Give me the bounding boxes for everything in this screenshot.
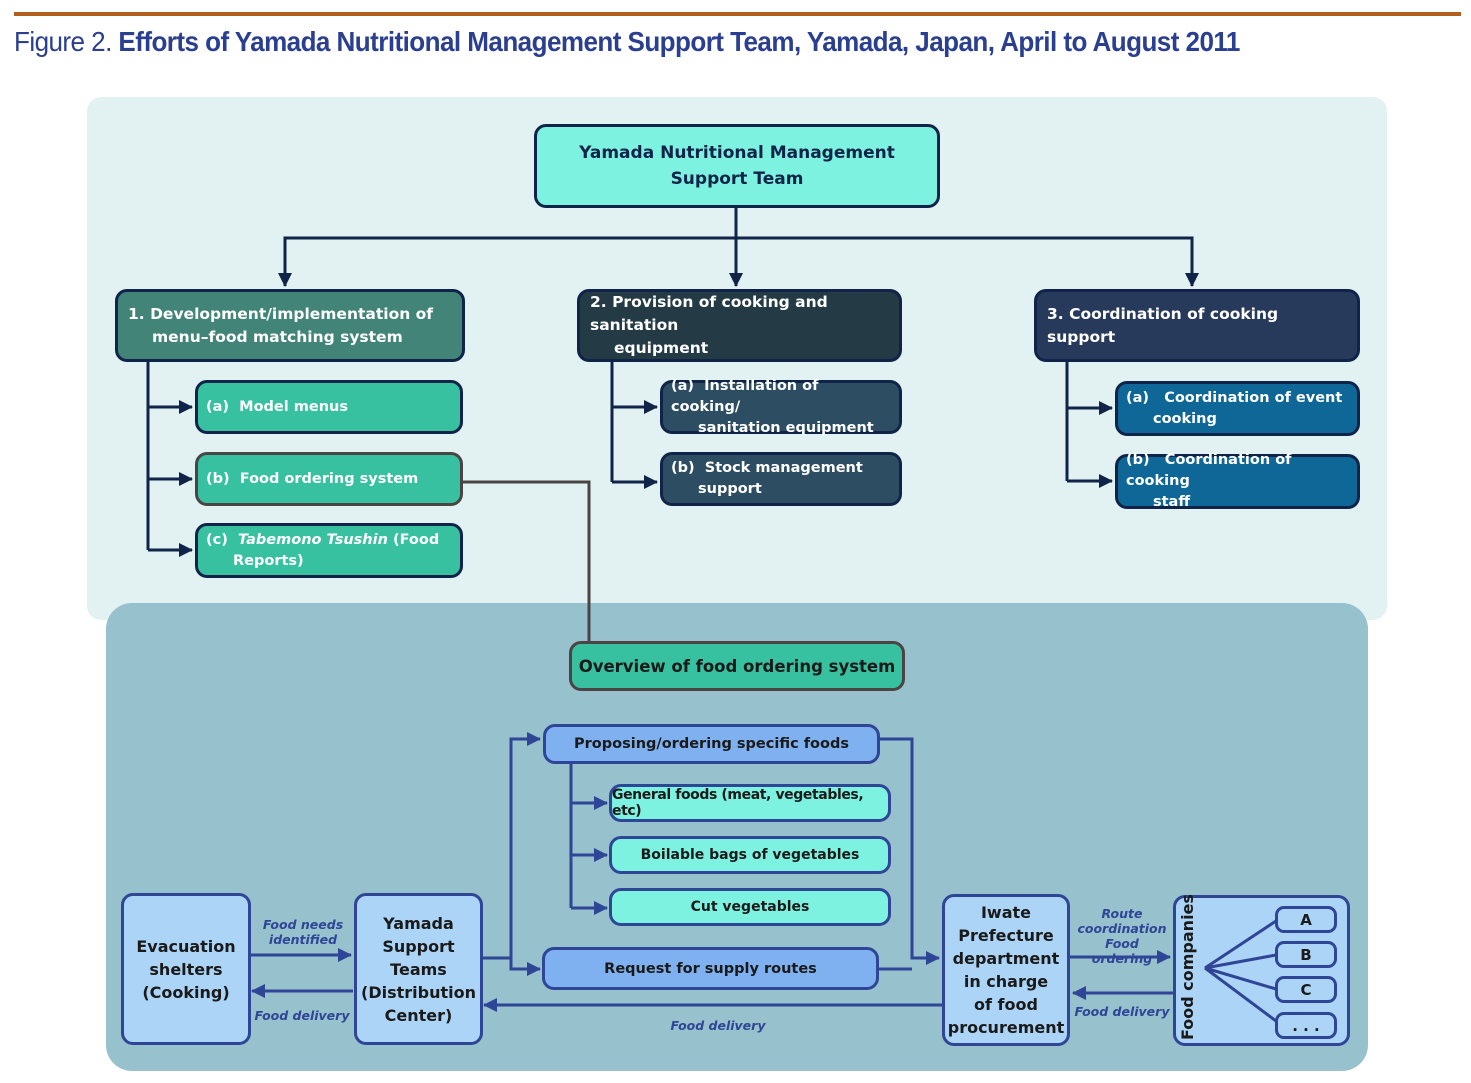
- food-type-boilable: Boilable bags of vegetables: [609, 836, 891, 874]
- shelters-line: (Cooking): [142, 982, 230, 1002]
- item-prefix: (b): [206, 470, 230, 487]
- food-ordering-link: [463, 480, 591, 643]
- item-label: Installation of cooking/: [671, 377, 819, 415]
- shelters-line: shelters: [149, 959, 223, 979]
- figure-number: Figure 2.: [14, 26, 119, 57]
- cat2-line-1: 2. Provision of cooking and sanitation: [590, 293, 828, 334]
- cat1-line-1: 1. Development/implementation of: [128, 304, 434, 323]
- item-label: Food ordering system: [239, 470, 419, 487]
- item-label: Stock management: [704, 460, 863, 476]
- company-c: C: [1275, 976, 1337, 1003]
- food-type-general: General foods (meat, vegetables, etc): [609, 784, 891, 822]
- label-food-delivery-shelter: Food delivery: [254, 1008, 350, 1023]
- item-label-2: Reports): [233, 552, 304, 569]
- label-food-delivery-companies: Food delivery: [1074, 1004, 1170, 1019]
- header-rule: [14, 12, 1461, 16]
- prefecture-line: in charge: [963, 972, 1049, 991]
- label-food-needs-identified: Food needs identified: [258, 917, 348, 947]
- evacuation-shelters-box: Evacuation shelters (Cooking): [121, 893, 251, 1045]
- figure-caption: Efforts of Yamada Nutritional Management…: [118, 26, 1240, 57]
- item-label: Model menus: [239, 398, 348, 415]
- item-italic-title: Tabemono Tsushin: [237, 531, 388, 548]
- prefecture-line: of food: [974, 995, 1038, 1014]
- item-label: (Food: [387, 531, 440, 548]
- prefecture-line: procurement: [947, 1018, 1065, 1037]
- request-supply-routes-box: Request for supply routes: [542, 947, 879, 990]
- overview-title-box: Overview of food ordering system: [569, 641, 905, 691]
- root-line-1: Yamada Nutritional Management: [579, 143, 895, 163]
- category-cooking-support: 3. Coordination of cooking support: [1034, 289, 1360, 362]
- fan-line-c: [1204, 966, 1277, 991]
- prefecture-line: Iwate: [980, 903, 1031, 922]
- item-installation-equipment: (a) Installation of cooking/ sanitation …: [660, 377, 902, 436]
- item-label-2: support: [698, 481, 762, 497]
- cat2-line-2: equipment: [614, 339, 709, 357]
- item-label: Coordination of cooking: [1126, 452, 1292, 489]
- item-model-menus: (a) Model menus: [195, 380, 463, 434]
- teams-line: Teams: [390, 959, 447, 979]
- item-prefix: (b): [1126, 452, 1150, 468]
- prefecture-line: department: [952, 949, 1060, 968]
- cat3-line-1: 3. Coordination of cooking support: [1047, 304, 1279, 346]
- center-split: [482, 732, 541, 960]
- food-type-cut-vegetables: Cut vegetables: [609, 888, 891, 926]
- item-label-2: cooking: [1153, 410, 1217, 427]
- cat1-line-2: menu–food matching system: [152, 327, 403, 346]
- company-b: B: [1275, 941, 1337, 968]
- company-more: . . .: [1275, 1012, 1337, 1039]
- item-prefix: (a): [206, 398, 230, 415]
- proposing-foods-box: Proposing/ordering specific foods: [543, 724, 880, 764]
- teams-line: Yamada: [383, 913, 454, 933]
- shelters-line: Evacuation: [136, 936, 236, 956]
- label-route-coordination: Route coordination Food ordering: [1074, 906, 1170, 966]
- label-line: coordination: [1077, 921, 1167, 936]
- fan-line-a: [1204, 919, 1277, 970]
- company-a: A: [1275, 906, 1337, 933]
- item-prefix: (a): [671, 377, 695, 394]
- prefecture-line: Prefecture: [958, 926, 1054, 945]
- item-label-2: sanitation equipment: [698, 419, 874, 436]
- fan-line-b: [1204, 953, 1277, 970]
- label-line: identified: [268, 932, 338, 947]
- root-branch-left: [278, 236, 736, 287]
- item-event-cooking: (a) Coordination of event cooking: [1115, 381, 1360, 436]
- label-line: Food ordering: [1091, 936, 1153, 966]
- item-cooking-staff: (b) Coordination of cooking staff: [1115, 452, 1360, 510]
- item-label: Coordination of event: [1164, 389, 1343, 406]
- item-prefix: (a): [1126, 389, 1150, 406]
- item-prefix: (c): [206, 531, 228, 548]
- label-line: Route: [1101, 906, 1143, 921]
- fan-line-etc: [1204, 966, 1277, 1023]
- item-label-2: staff: [1153, 494, 1191, 510]
- teams-line: (Distribution: [361, 982, 476, 1002]
- teams-line: Center): [384, 1005, 453, 1025]
- root-line-2: Support Team: [670, 169, 804, 189]
- label-food-delivery-center: Food delivery: [670, 1018, 766, 1033]
- proposing-to-prefecture: [879, 737, 940, 965]
- category-cooking-sanitation-equipment: 2. Provision of cooking and sanitation eq…: [577, 289, 902, 362]
- category-menu-food-matching: 1. Development/implementation of menu–foo…: [115, 289, 465, 362]
- teams-line: Support: [382, 936, 455, 956]
- root-branch-right: [736, 236, 1199, 287]
- label-line: Food needs: [262, 917, 344, 932]
- item-prefix: (b): [671, 460, 695, 476]
- center-to-request: [509, 958, 541, 976]
- item-tabemono-tsushin: (c) Tabemono Tsushin (Food Reports): [195, 523, 463, 578]
- figure-title: Figure 2. Efforts of Yamada Nutritional …: [14, 26, 1240, 58]
- item-stock-management: (b) Stock management support: [660, 452, 902, 506]
- item-food-ordering-system: (b) Food ordering system: [195, 452, 463, 506]
